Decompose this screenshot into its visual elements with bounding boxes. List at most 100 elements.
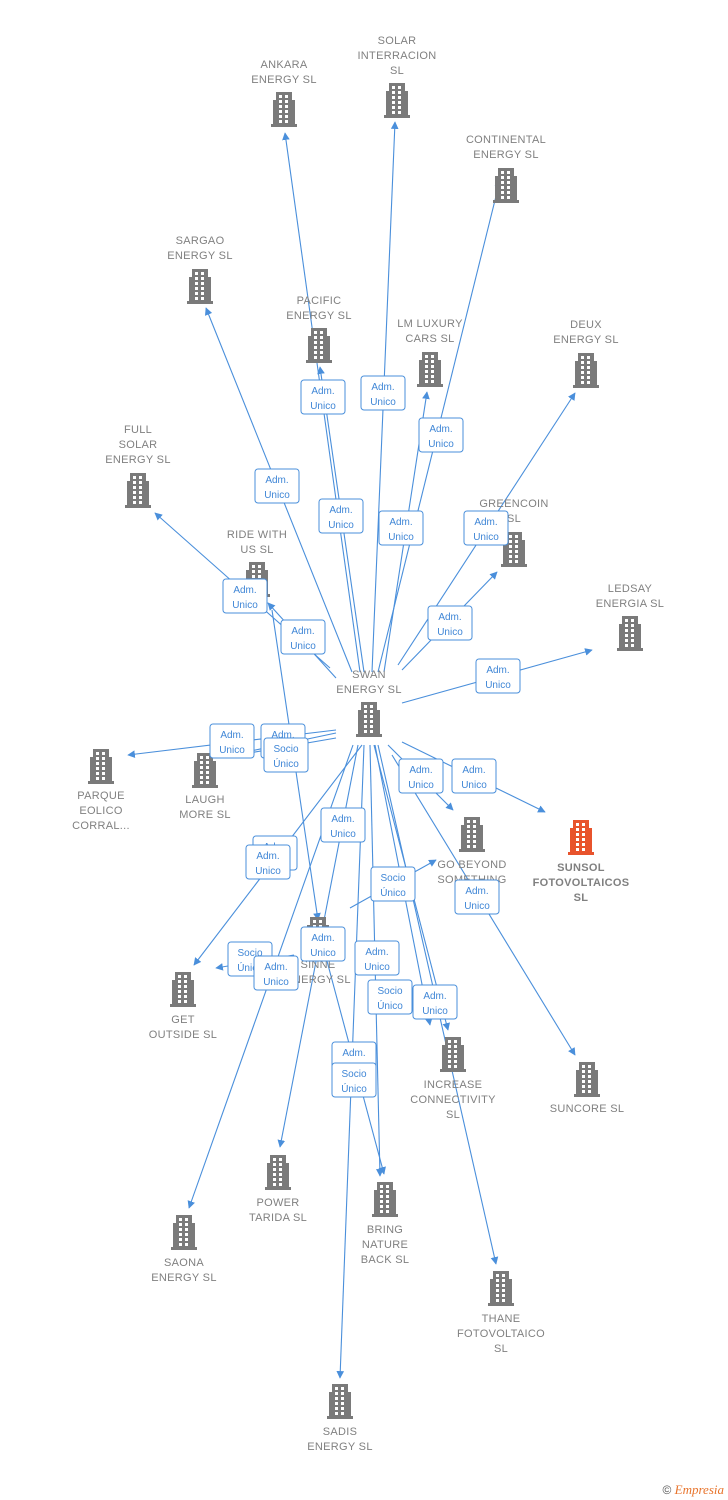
company-saona-icon[interactable]: [171, 1215, 197, 1250]
company-gobeyond-label[interactable]: GO BEYOND: [437, 859, 506, 871]
company-thane-label[interactable]: THANE: [482, 1313, 521, 1325]
company-greencoin-label[interactable]: SL: [507, 513, 521, 525]
relation-badge-parque[interactable]: Adm.Unico: [209, 723, 255, 759]
relation-badge-suncore[interactable]: Adm.Unico: [454, 879, 500, 915]
company-sargao-label[interactable]: ENERGY SL: [167, 250, 232, 262]
relation-badge-gobeyond[interactable]: Adm.Unico: [398, 758, 444, 794]
relation-badge-sadis[interactable]: Adm.Unico: [245, 844, 291, 880]
company-lmluxury-icon[interactable]: [417, 352, 443, 387]
company-getoutside-label[interactable]: OUTSIDE SL: [149, 1029, 217, 1041]
company-solar-label[interactable]: SL: [390, 65, 404, 77]
company-deux-icon[interactable]: [573, 353, 599, 388]
company-parque-label[interactable]: CORRAL...: [72, 820, 130, 832]
relation-badge-lmluxury[interactable]: Adm.Unico: [378, 510, 424, 546]
company-fullsolar-label[interactable]: ENERGY SL: [105, 454, 170, 466]
relation-badge-deux[interactable]: Adm.Unico: [463, 510, 509, 546]
relation-badge-sunsol[interactable]: Adm.Unico: [451, 758, 497, 794]
relation-badge-continental[interactable]: Adm.Unico: [418, 417, 464, 453]
company-getoutside-label[interactable]: GET: [171, 1014, 195, 1026]
company-parque-label[interactable]: EOLICO: [79, 805, 123, 817]
company-powertarida-label[interactable]: POWER: [256, 1197, 299, 1209]
company-ledsay-label[interactable]: LEDSAY: [608, 583, 653, 595]
company-getoutside-icon[interactable]: [170, 972, 196, 1007]
company-ankara-label[interactable]: ANKARA: [260, 59, 307, 71]
relation-badge-sargao[interactable]: Adm.Unico: [254, 468, 300, 504]
company-fullsolar-icon[interactable]: [125, 473, 151, 508]
company-increase-label[interactable]: CONNECTIVITY: [410, 1094, 496, 1106]
company-solar-label[interactable]: SOLAR: [378, 35, 417, 47]
company-fullsolar-label[interactable]: SOLAR: [119, 439, 158, 451]
company-swan-icon[interactable]: [356, 702, 382, 737]
company-sunsol-icon[interactable]: [568, 820, 594, 855]
company-solar-icon[interactable]: [384, 83, 410, 118]
relation-badge-powertarida[interactable]: Adm.Unico: [300, 926, 346, 962]
company-fullsolar-label[interactable]: FULL: [124, 424, 152, 436]
company-solar-label[interactable]: INTERRACION: [357, 50, 436, 62]
company-thane-label[interactable]: SL: [494, 1343, 508, 1355]
relation-badge-ankara[interactable]: Adm.Unico: [300, 379, 346, 415]
company-swan-label[interactable]: SWAN: [352, 669, 386, 681]
company-saona-label[interactable]: ENERGY SL: [151, 1272, 216, 1284]
company-bringnature-label[interactable]: NATURE: [362, 1239, 408, 1251]
company-parque-label[interactable]: PARQUE: [77, 790, 124, 802]
company-ledsay-label[interactable]: ENERGIA SL: [596, 598, 664, 610]
company-powertarida-icon[interactable]: [265, 1155, 291, 1190]
company-sinne-label[interactable]: ENERGY SL: [285, 974, 350, 986]
company-greencoin-icon[interactable]: [501, 532, 527, 567]
company-laughmore-icon[interactable]: [192, 753, 218, 788]
company-ridewithus-label[interactable]: RIDE WITH: [227, 529, 287, 541]
company-thane-icon[interactable]: [488, 1271, 514, 1306]
company-ridewithus-label[interactable]: US SL: [240, 544, 273, 556]
company-sunsol-label[interactable]: SL: [574, 892, 589, 904]
relation-badge-thane[interactable]: Adm.Unico: [412, 984, 458, 1020]
company-ankara-icon[interactable]: [271, 92, 297, 127]
company-thane-label[interactable]: FOTOVOLTAICO: [457, 1328, 545, 1340]
company-pacific-label[interactable]: ENERGY SL: [286, 310, 351, 322]
company-increase-icon[interactable]: [440, 1037, 466, 1072]
relation-badge-fullsolar[interactable]: Adm.Unico: [222, 578, 268, 614]
company-deux-label[interactable]: DEUX: [570, 319, 602, 331]
company-ledsay-icon[interactable]: [617, 616, 643, 651]
company-gobeyond-icon[interactable]: [459, 817, 485, 852]
company-increase-label[interactable]: INCREASE: [424, 1079, 483, 1091]
company-bringnature-icon[interactable]: [372, 1182, 398, 1217]
company-greencoin-label[interactable]: GREENCOIN: [479, 498, 548, 510]
relation-badge-ridewithus[interactable]: Adm.Unico: [280, 619, 326, 655]
company-lmluxury-label[interactable]: LM LUXURY: [397, 318, 463, 330]
company-continental-icon[interactable]: [493, 168, 519, 203]
company-powertarida-label[interactable]: TARIDA SL: [249, 1212, 307, 1224]
company-sinne-label[interactable]: SINNE: [300, 959, 335, 971]
company-bringnature-label[interactable]: BACK SL: [361, 1254, 410, 1266]
relation-badge-pacific[interactable]: Adm.Unico: [318, 498, 364, 534]
company-suncore-icon[interactable]: [574, 1062, 600, 1097]
company-sadis-label[interactable]: ENERGY SL: [307, 1441, 372, 1453]
company-laughmore-label[interactable]: MORE SL: [179, 809, 231, 821]
company-swan-label[interactable]: ENERGY SL: [336, 684, 401, 696]
company-ankara-label[interactable]: ENERGY SL: [251, 74, 316, 86]
company-sunsol-label[interactable]: FOTOVOLTAICOS: [533, 877, 630, 889]
company-pacific-icon[interactable]: [306, 328, 332, 363]
company-saona-label[interactable]: SAONA: [164, 1257, 204, 1269]
company-sargao-label[interactable]: SARGAO: [176, 235, 225, 247]
company-laughmore-label[interactable]: LAUGH: [185, 794, 224, 806]
company-sargao-icon[interactable]: [187, 269, 213, 304]
company-continental-label[interactable]: ENERGY SL: [473, 149, 538, 161]
company-lmluxury-label[interactable]: CARS SL: [405, 333, 454, 345]
company-deux-label[interactable]: ENERGY SL: [553, 334, 618, 346]
relation-badge-solar[interactable]: Adm.Unico: [360, 375, 406, 411]
company-continental-label[interactable]: CONTINENTAL: [466, 134, 546, 146]
relation-badge-increase[interactable]: Adm.Unico: [354, 940, 400, 976]
company-pacific-label[interactable]: PACIFIC: [297, 295, 342, 307]
company-sadis-icon[interactable]: [327, 1384, 353, 1419]
company-parque-icon[interactable]: [88, 749, 114, 784]
relation-badge-ledsay[interactable]: Adm.Unico: [475, 658, 521, 694]
relation-badge-saona[interactable]: Adm.Unico: [253, 955, 299, 991]
company-bringnature-label[interactable]: BRING: [367, 1224, 403, 1236]
company-increase-label[interactable]: SL: [446, 1109, 460, 1121]
company-suncore-label[interactable]: SUNCORE SL: [550, 1103, 625, 1115]
company-sunsol-label[interactable]: SUNSOL: [557, 862, 605, 874]
